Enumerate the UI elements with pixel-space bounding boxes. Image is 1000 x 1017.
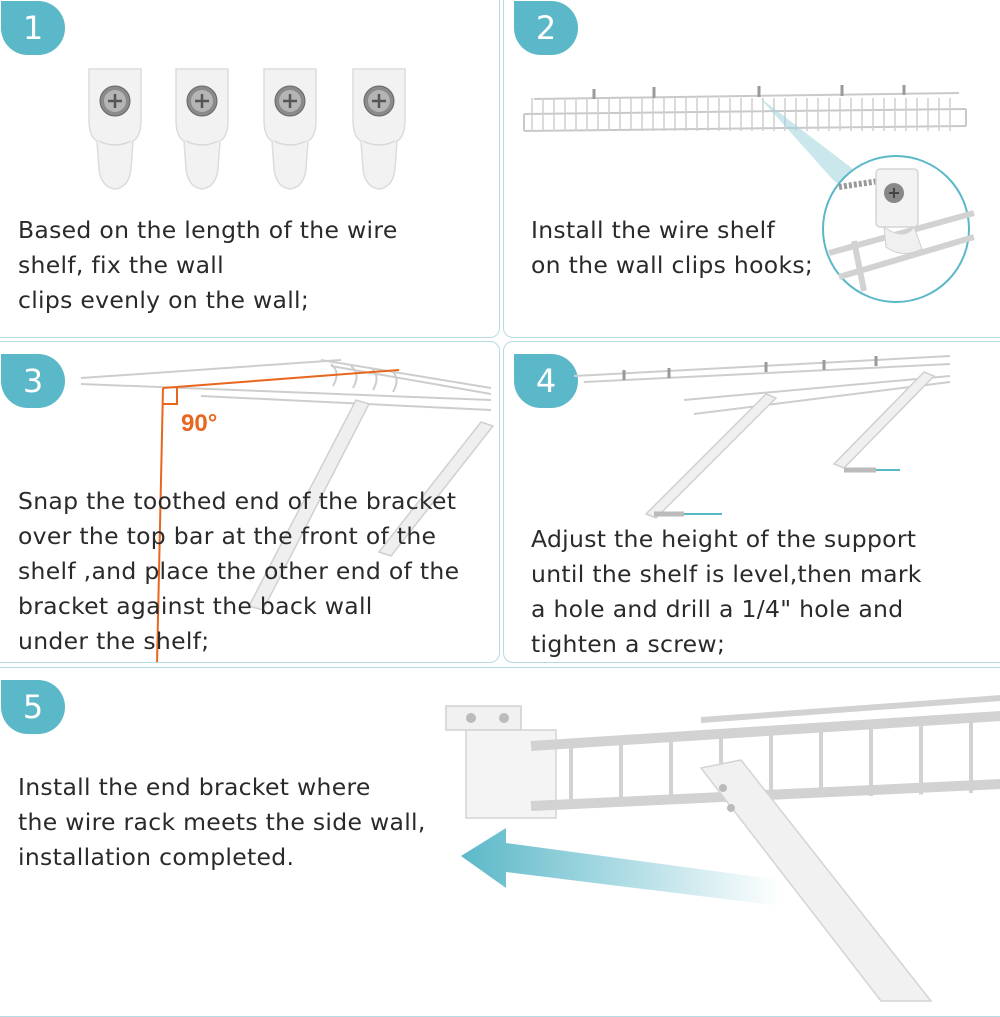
step-1-text: Based on the length of the wire shelf, f… <box>18 213 398 318</box>
bracket-icon <box>644 371 936 519</box>
wire-shelf-icon <box>523 85 967 132</box>
step-4-line-2: until the shelf is level,then mark <box>531 560 922 588</box>
end-bracket-illustration <box>445 695 1000 1002</box>
shelf-level-illustration <box>573 355 951 519</box>
step-5-line-2: the wire rack meets the side wall, <box>18 808 426 836</box>
step-2-line-2: on the wall clips hooks; <box>531 251 814 279</box>
step-3-line-2: over the top bar at the front of the <box>18 522 437 550</box>
step-2-line-1: Install the wire shelf <box>531 216 776 244</box>
step-1-line-2: shelf, fix the wall <box>18 251 224 279</box>
step-4-badge: 4 <box>514 354 578 408</box>
step-3-line-4: bracket against the back wall <box>18 592 373 620</box>
step-2-panel: 2 Install the wire shelf <box>503 0 1000 338</box>
step-4-line-4: tighten a screw; <box>531 630 726 658</box>
step-3-line-3: shelf ,and place the other end of the <box>18 557 460 585</box>
step-3-badge: 3 <box>1 354 65 408</box>
step-1-line-1: Based on the length of the wire <box>18 216 398 244</box>
step-3-text: Snap the toothed end of the bracket over… <box>18 484 459 659</box>
bracket-icon <box>247 399 495 611</box>
step-4-line-1: Adjust the height of the support <box>531 525 917 553</box>
step-5-panel: 5 <box>0 667 1000 1017</box>
wall-clips-illustration <box>87 67 407 191</box>
wall-clip-icon <box>87 67 143 191</box>
step-3-line-5: under the shelf; <box>18 627 210 655</box>
wall-clip-icon <box>174 67 230 191</box>
bracket-illustration: 90° <box>80 359 495 662</box>
step-5-text: Install the end bracket where the wire r… <box>18 770 426 875</box>
wire-shelf-icon <box>80 359 492 411</box>
angle-label: 90° <box>181 410 217 437</box>
step-1-panel: 1 Based on the length of the wire shelf,… <box>0 0 500 338</box>
step-4-line-3: a hole and drill a 1/4" hole and <box>531 595 904 623</box>
wire-shelf-illustration <box>523 85 975 303</box>
step-3-panel: 3 90° Snap the toothed end of the bracke… <box>0 341 500 663</box>
arrow-left-icon <box>461 828 781 906</box>
screw-anchor-icon <box>654 467 900 517</box>
wire-shelf-icon <box>530 695 1000 811</box>
step-2-badge: 2 <box>514 1 578 55</box>
step-4-text: Adjust the height of the support until t… <box>531 522 922 662</box>
step-2-text: Install the wire shelf on the wall clips… <box>531 213 813 283</box>
end-bracket-icon <box>445 705 557 819</box>
step-4-panel: 4 Adjust the height of the support until… <box>503 341 1000 663</box>
wall-clip-icon <box>828 168 975 292</box>
step-5-line-3: installation completed. <box>18 843 295 871</box>
step-1-badge: 1 <box>1 1 65 55</box>
wire-shelf-icon <box>573 355 951 415</box>
step-3-line-1: Snap the toothed end of the bracket <box>18 487 457 515</box>
wall-clip-icon <box>351 67 407 191</box>
wall-clip-icon <box>262 67 318 191</box>
step-5-badge: 5 <box>1 680 65 734</box>
step-5-line-1: Install the end bracket where <box>18 773 371 801</box>
step-1-line-3: clips evenly on the wall; <box>18 286 310 314</box>
